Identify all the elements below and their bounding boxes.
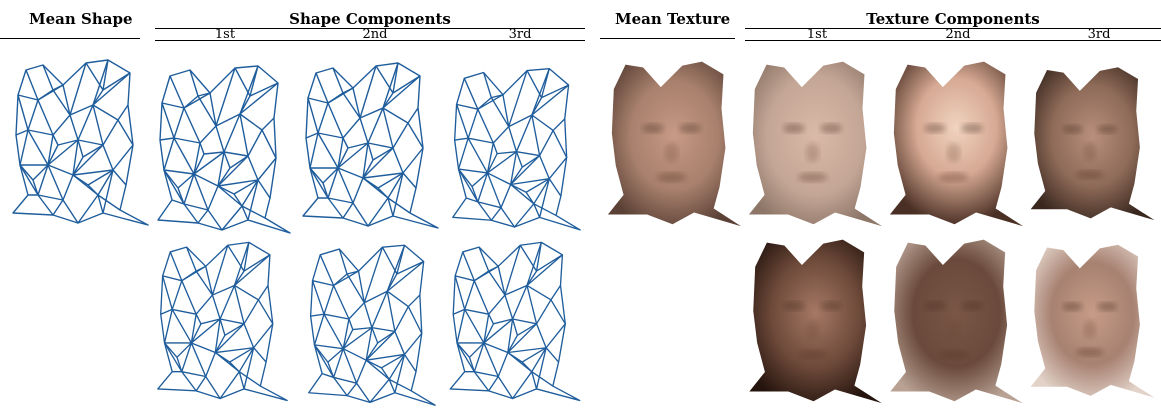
texture-components-title: Texture Components <box>745 10 1161 28</box>
mean-texture-title: Mean Texture <box>615 10 730 28</box>
texture-panel: Mean Texture Texture Components 1st 2nd … <box>600 0 1161 410</box>
shape-component-2-neg <box>298 228 443 410</box>
shape-component-1-pos <box>150 48 295 238</box>
texture-component-3-pos <box>1027 48 1159 233</box>
mean-texture-face <box>604 48 746 233</box>
shape-col-2nd: 2nd <box>325 27 425 42</box>
shape-component-3-neg <box>445 228 585 410</box>
texture-component-3-neg <box>1027 228 1159 408</box>
shape-component-3-pos <box>445 48 585 238</box>
texture-col-2nd: 2nd <box>908 27 1008 42</box>
shape-components-title: Shape Components <box>155 10 585 28</box>
texture-component-2-pos <box>886 48 1028 233</box>
texture-component-1-neg <box>745 228 887 408</box>
shape-col-3rd: 3rd <box>470 27 570 42</box>
shape-col-1st: 1st <box>175 27 275 42</box>
texture-component-1-pos <box>745 48 887 233</box>
shape-panel: Mean Shape Shape Components 1st 2nd 3rd <box>0 0 585 410</box>
texture-header-rule-left <box>600 38 735 39</box>
mean-shape-title: Mean Shape <box>29 10 132 28</box>
texture-col-3rd: 3rd <box>1049 27 1149 42</box>
header-rule-left <box>0 38 140 39</box>
texture-col-1st: 1st <box>767 27 867 42</box>
shape-component-2-pos <box>298 48 443 238</box>
texture-component-2-neg <box>886 228 1028 408</box>
shape-component-1-neg <box>150 228 295 410</box>
mean-shape-mesh <box>8 45 153 235</box>
